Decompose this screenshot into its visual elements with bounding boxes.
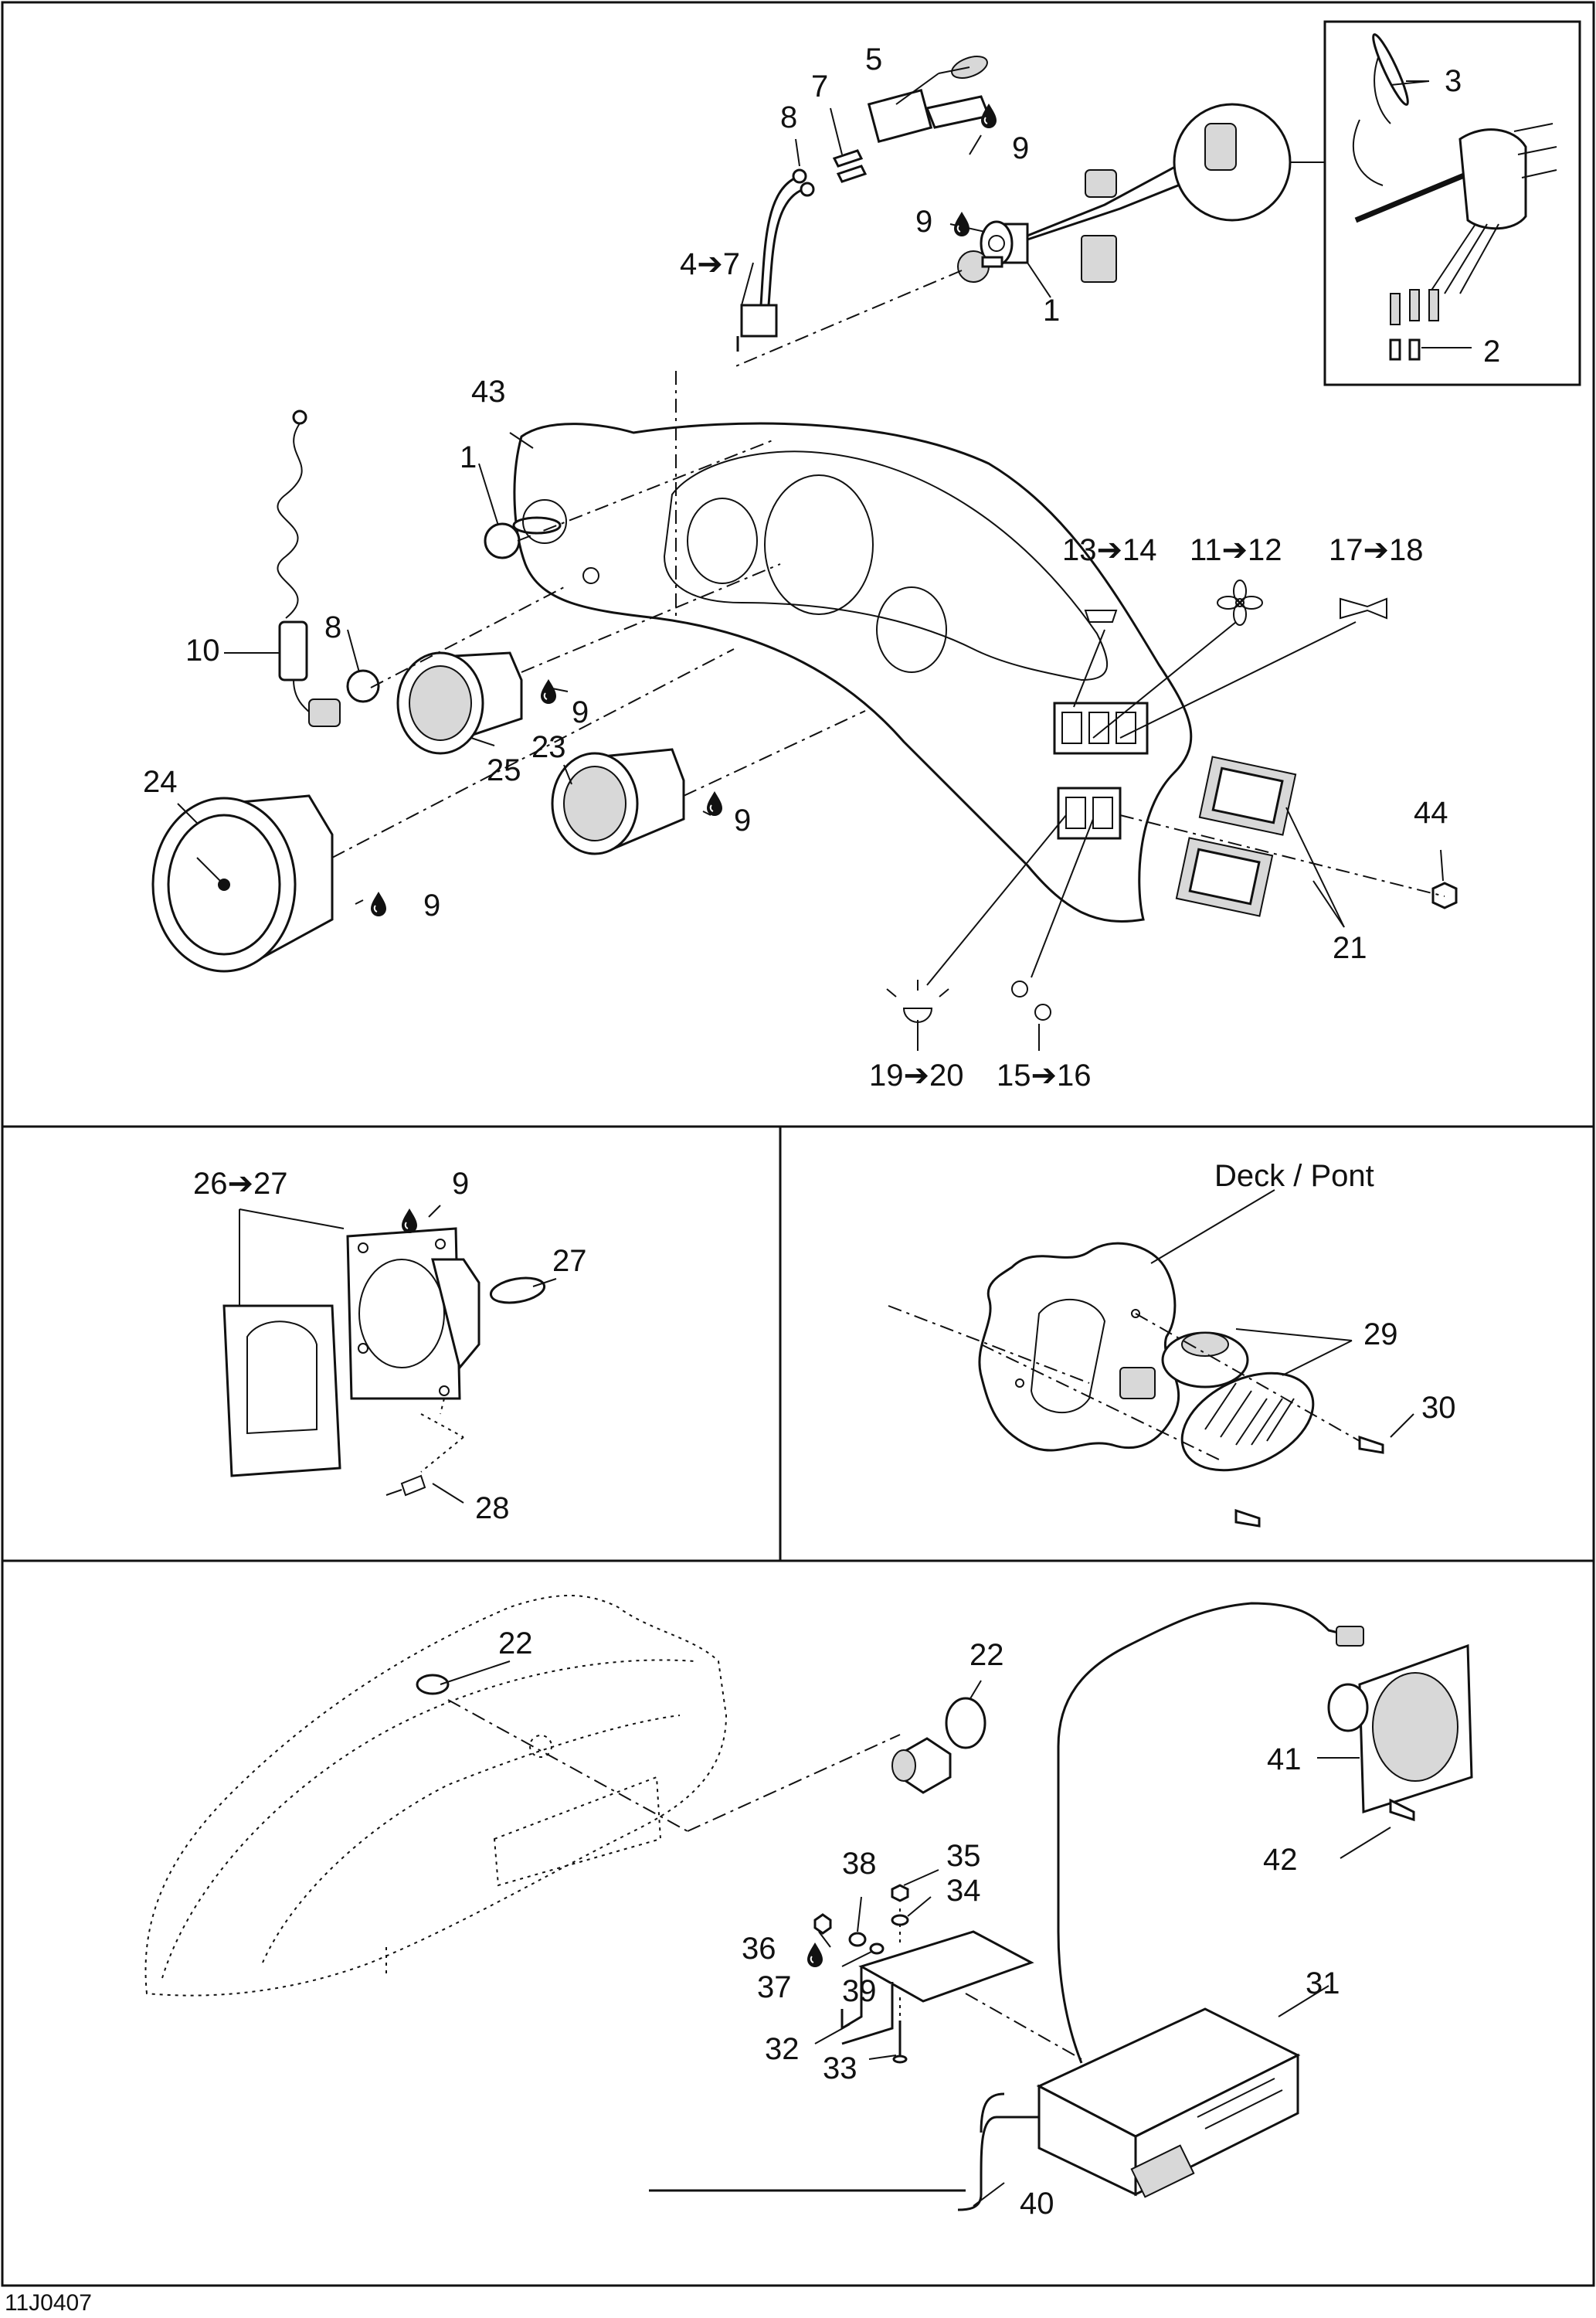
callout-30: 30 (1421, 1391, 1456, 1425)
callout-22: 22 (498, 1626, 533, 1660)
oil-drop-icon (370, 891, 387, 917)
stereo-radio (1036, 2007, 1301, 2198)
callout-13-14: 13➔14 (1062, 533, 1157, 567)
callout-31: 31 (1306, 1966, 1340, 2000)
callout-26-27: 26➔27 (193, 1167, 288, 1201)
bilge-pump-icon (1011, 981, 1051, 1021)
callout-3: 3 (1445, 64, 1462, 98)
oil-drop-icon (401, 1208, 418, 1234)
callout-11-12: 11➔12 (1190, 533, 1282, 567)
deck-label: Deck / Pont (1214, 1159, 1374, 1193)
tether-cord (277, 410, 341, 727)
callout-39: 39 (842, 1974, 877, 2008)
gauge-25 (396, 651, 523, 755)
callout-33: 33 (823, 2051, 857, 2085)
ignition-switch (957, 103, 1325, 283)
callout-29: 29 (1363, 1317, 1398, 1351)
horn-icon (1340, 597, 1387, 620)
callout-1: 1 (460, 440, 477, 474)
toggle-switch (736, 56, 991, 352)
callout-35: 35 (946, 1839, 981, 1873)
oil-drop-icon (806, 1942, 823, 1968)
callout-2: 2 (1483, 335, 1500, 369)
callout-42: 42 (1263, 1843, 1298, 1877)
oil-drop-icon (540, 678, 557, 705)
callout-9: 9 (423, 889, 440, 923)
bezel-1 (484, 522, 521, 559)
callout-21: 21 (1333, 931, 1367, 965)
gauge-23 (551, 748, 685, 855)
callout-38: 38 (842, 1847, 877, 1881)
callout-17-18: 17➔18 (1329, 533, 1424, 567)
dashboard-console (512, 422, 1297, 923)
fan-icon (1217, 580, 1263, 626)
callout-9: 9 (915, 205, 932, 239)
callout-1: 1 (1043, 294, 1060, 328)
callout-9: 9 (1012, 131, 1029, 165)
callout-22: 22 (969, 1638, 1004, 1672)
callout-5: 5 (865, 42, 882, 76)
callout-10: 10 (185, 634, 220, 668)
callout-9: 9 (572, 695, 589, 729)
gauge-24-speedometer (151, 794, 334, 973)
accessory-outlet (891, 1697, 986, 1794)
callout-37: 37 (757, 1970, 792, 2004)
key-icon (957, 250, 1003, 283)
callout-44: 44 (1414, 796, 1448, 830)
callout-28: 28 (475, 1491, 510, 1525)
callout-43: 43 (471, 375, 506, 409)
callout-8: 8 (324, 610, 341, 644)
bottom-panel: 22 22 41 42 35 38 34 36 37 39 31 32 33 4… (144, 1595, 1473, 2221)
callout-6: 8 (780, 100, 797, 134)
callout-19-20: 19➔20 (869, 1059, 964, 1093)
detail-inset (1323, 20, 1581, 386)
callout-23: 23 (531, 730, 566, 764)
navigation-light-icon (886, 980, 949, 1023)
oil-drop-icon (953, 211, 970, 237)
callout-9: 9 (452, 1167, 469, 1201)
callout-7: 7 (811, 70, 828, 104)
callout-32: 32 (765, 2032, 800, 2066)
callout-25: 25 (487, 753, 521, 787)
callout-15-16: 15➔16 (997, 1059, 1092, 1093)
callout-27: 27 (552, 1244, 587, 1278)
callout-40: 40 (1020, 2187, 1054, 2221)
speaker (1327, 1643, 1473, 1822)
accessory-light-icon (1084, 610, 1118, 623)
callout-9: 9 (734, 804, 751, 838)
callout-41: 41 (1267, 1742, 1302, 1776)
middle-left-panel: 26➔27 9 27 28 (193, 1167, 587, 1525)
oil-drop-icon (706, 790, 723, 817)
callout-24: 24 (143, 765, 178, 799)
top-panel: 5 7 9 8 9 4➔7 1 3 2 43 1 13➔14 11➔12 17➔… (143, 20, 1581, 1093)
middle-right-panel: Deck / Pont 29 30 (888, 1159, 1456, 1528)
callout-36: 36 (742, 1932, 776, 1966)
callout-4-7: 4➔7 (680, 247, 740, 281)
drawing-id: 11J0407 (5, 2290, 92, 2316)
bezel-8 (346, 669, 380, 703)
callout-34: 34 (946, 1874, 981, 1908)
